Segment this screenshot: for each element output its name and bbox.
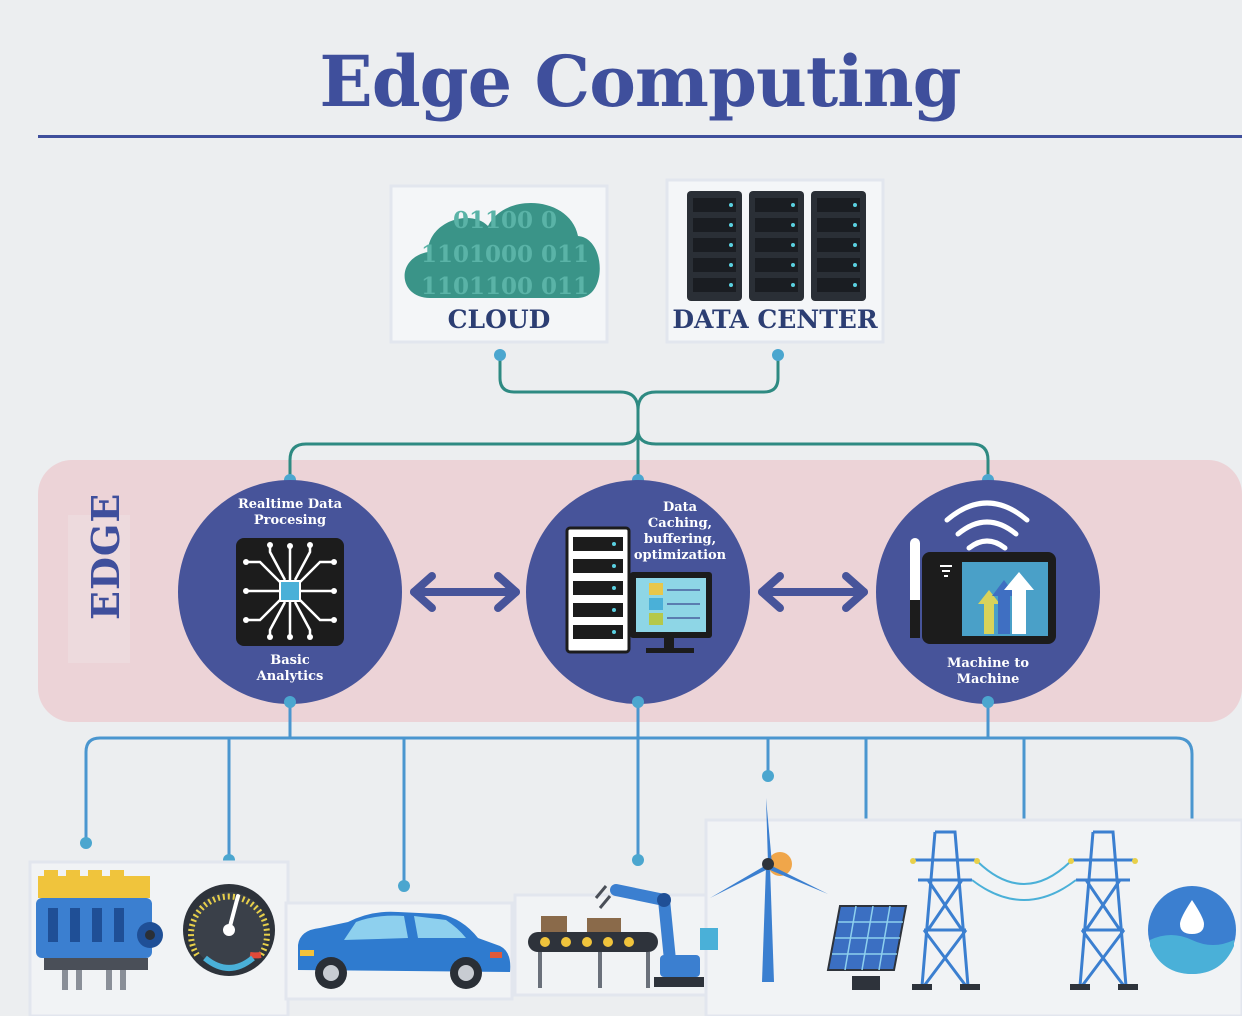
top-connectors — [288, 355, 990, 478]
edge-label: EDGE — [83, 492, 128, 620]
wind-turbine-icon — [710, 798, 828, 982]
realtime-processing-label: Realtime Data Procesing — [237, 497, 343, 528]
water-drop-icon — [1148, 886, 1236, 974]
title-underline — [38, 135, 1242, 138]
gauge-icon — [183, 884, 275, 976]
cloud-binary-3: 1101100 011 — [421, 273, 589, 300]
bidirectional-arrow-icon — [410, 572, 868, 612]
basic-analytics-label: Basic Analytics — [256, 653, 324, 684]
processor-chip-icon — [236, 538, 344, 646]
cloud-icon: 01100 0 1101000 011 1101100 011 — [404, 203, 600, 300]
page-title: Edge Computing — [319, 40, 961, 123]
server-monitor-icon — [565, 526, 712, 654]
data-caching-label: Data Caching, buffering, optimization — [633, 500, 727, 563]
datacenter-label: DATA CENTER — [672, 305, 878, 334]
wireless-device-icon — [910, 500, 1056, 644]
engine-icon — [36, 870, 163, 990]
car-icon — [298, 911, 511, 989]
power-tower-icon — [912, 830, 1136, 987]
cloud-binary-2: 1101000 011 — [421, 241, 589, 268]
cloud-label: CLOUD — [447, 305, 551, 334]
solar-panel-icon — [826, 905, 908, 990]
server-rack-icon — [687, 191, 866, 301]
cloud-binary-1: 01100 0 — [453, 207, 557, 234]
machine-to-machine-label: Machine to Machine — [946, 656, 1030, 687]
robot-arm-icon — [528, 884, 718, 988]
